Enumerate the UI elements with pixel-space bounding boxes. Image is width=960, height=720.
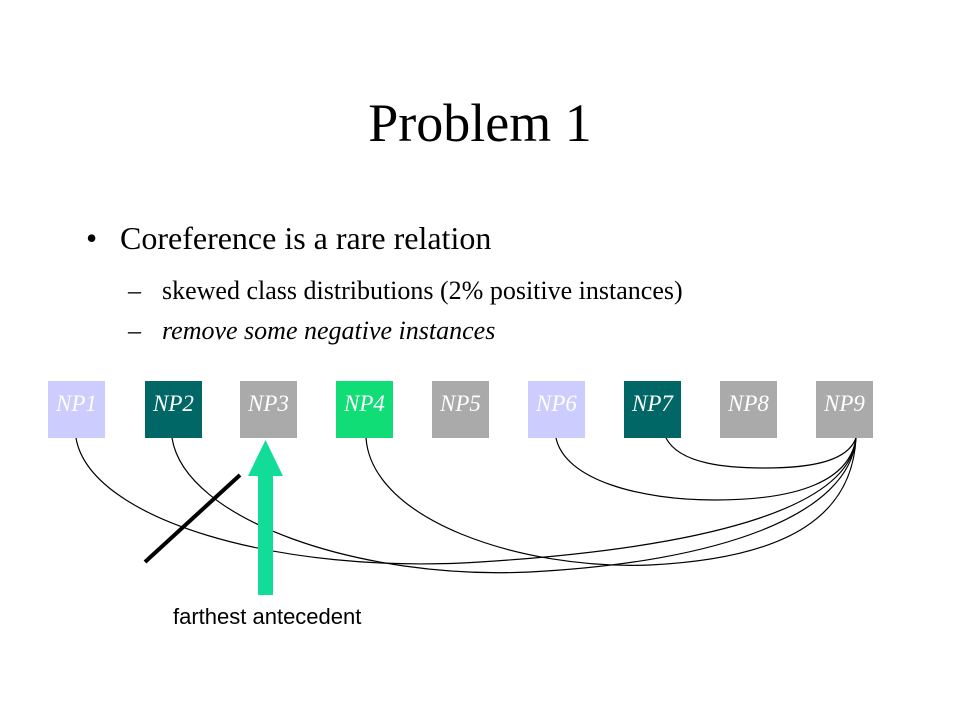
sub-bullet-text: remove some negative instances <box>162 316 496 345</box>
slide-title: Problem 1 <box>368 93 592 153</box>
link-np7-np9 <box>665 437 857 469</box>
link-np1-np9 <box>75 437 857 565</box>
link-np4-np9 <box>365 437 857 566</box>
arrow-caption: farthest antecedent <box>173 604 362 629</box>
np-box-3: NP3 <box>240 381 297 438</box>
farthest-antecedent-arrow <box>248 440 283 595</box>
bullet-text: Coreference is a rare relation <box>120 220 492 256</box>
np-box-6: NP6 <box>528 381 585 438</box>
sub-bullet-marker: – <box>128 276 141 305</box>
link-np6-np9 <box>555 437 857 501</box>
np-box-5: NP5 <box>432 381 489 438</box>
np-box-2: NP2 <box>145 381 202 438</box>
np-box-4: NP4 <box>336 381 393 438</box>
sub-bullet-text: skewed class distributions (2% positive … <box>162 276 683 305</box>
sub-bullet-item: –skewed class distributions (2% positive… <box>128 276 683 306</box>
sub-bullet-marker: – <box>128 316 141 345</box>
link-np2-np9 <box>171 437 857 574</box>
sub-bullet-item: –remove some negative instances <box>128 316 495 346</box>
np-box-1: NP1 <box>48 381 105 438</box>
bullet-marker: • <box>86 220 98 256</box>
strike-mark <box>143 473 242 564</box>
np-box-7: NP7 <box>624 381 681 438</box>
np-box-9: NP9 <box>816 381 873 438</box>
np-box-8: NP8 <box>720 381 777 438</box>
bullet-item: • Coreference is a rare relation <box>86 220 491 257</box>
